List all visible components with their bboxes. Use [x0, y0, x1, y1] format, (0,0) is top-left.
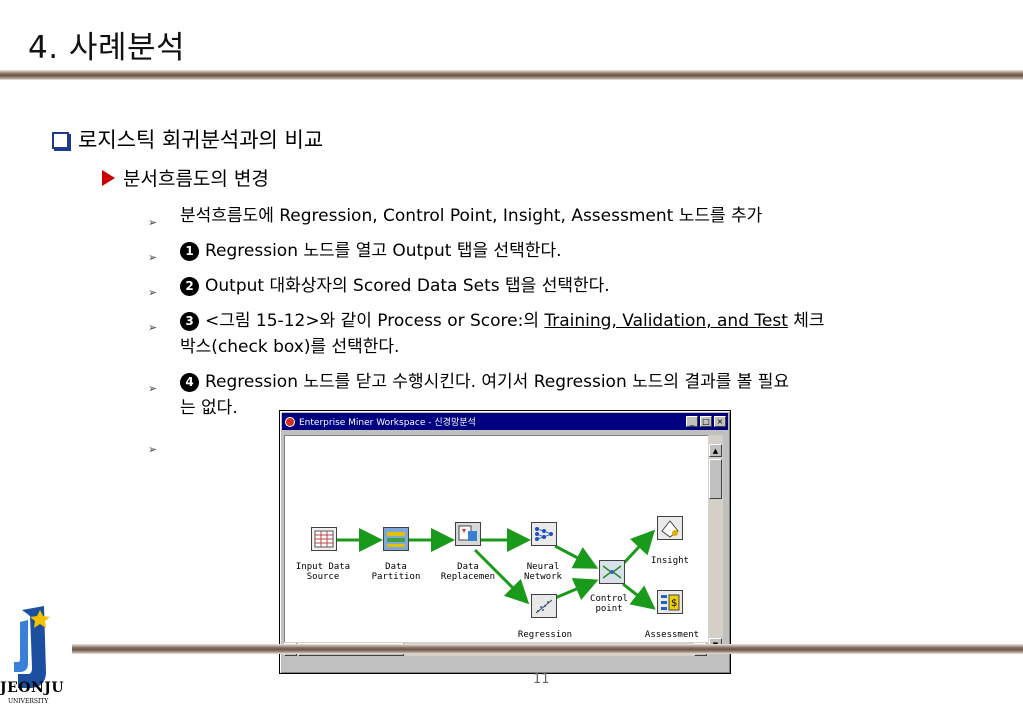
flow-arrow [554, 544, 599, 569]
close-button[interactable]: × [714, 416, 726, 427]
subheading-text: 분서흐름도의 변경 [123, 168, 269, 190]
neural-network-icon[interactable] [531, 522, 557, 546]
bullet-arrow-icon: ➢ [148, 286, 158, 299]
list-item-text: Regression 노드를 닫고 수행시킨다. 여기서 Regression … [205, 372, 790, 392]
partition-icon[interactable] [383, 527, 409, 551]
list-item: ➢ 1 Regression 노드를 열고 Output 탭을 선택한다. [148, 238, 978, 264]
list-item: ➢ 2 Output 대화상자의 Scored Data Sets 탭을 선택한다… [148, 273, 978, 299]
bullet-arrow-icon: ➢ [148, 251, 158, 264]
vertical-scrollbar[interactable]: ▲ ▼ [708, 435, 723, 653]
table-icon[interactable] [311, 527, 337, 551]
list-item: ➢ 분석흐름도에 Regression, Control Point, Insi… [148, 203, 978, 229]
list-item-text: Regression 노드를 열고 Output 탭을 선택한다. [205, 241, 562, 261]
bullet-list: ➢ 분석흐름도에 Regression, Control Point, Insi… [148, 203, 978, 456]
list-item-text: 체크 [787, 311, 825, 331]
number-badge: 1 [180, 242, 199, 261]
flow-arrow [621, 529, 656, 566]
underlined-link-text: Training, Validation, and Test [544, 311, 788, 331]
minimize-button[interactable]: _ [686, 416, 698, 427]
node-label-insight: Insight [651, 556, 689, 566]
arrow-bullet-icon [102, 169, 115, 186]
slide-title: 4. 사례분석 [28, 30, 186, 66]
number-badge: 2 [180, 277, 199, 296]
insight-icon[interactable] [657, 516, 683, 540]
node-label-regression: Regression [517, 630, 573, 640]
app-icon [285, 416, 295, 427]
page-number: 11 [533, 672, 550, 687]
control-point-icon[interactable] [599, 560, 625, 584]
flow-diagram [337, 528, 656, 610]
window-titlebar[interactable]: Enterprise Miner Workspace - 신경망분석 _ □ × [282, 413, 728, 430]
checkbox-bullet-icon [52, 131, 69, 149]
node-label-assessment: Assessment [644, 630, 700, 640]
list-item-text: <그림 15-12>와 같이 Process or Score:의 [205, 311, 545, 331]
bullet-arrow-icon: ➢ [148, 321, 158, 334]
maximize-button[interactable]: □ [700, 416, 712, 427]
logo-name: JEONJU [0, 680, 65, 696]
flow-arrow [554, 577, 599, 601]
number-badge: 3 [180, 312, 199, 331]
heading: 로지스틱 회귀분석과의 비교 [52, 124, 323, 154]
heading-text: 로지스틱 회귀분석과의 비교 [78, 128, 324, 152]
bullet-arrow-icon: ➢ [148, 443, 158, 456]
jeonju-university-logo [14, 606, 50, 688]
number-badge: 4 [180, 373, 199, 392]
assessment-icon[interactable]: $ [657, 590, 683, 614]
list-item-text: 분석흐름도에 Regression, Control Point, Insigh… [180, 206, 763, 226]
svg-text:$: $ [671, 598, 677, 609]
flow-arrow [622, 582, 656, 610]
logo-sub: UNIVERSITY [8, 698, 49, 705]
flow-arrow [473, 548, 530, 605]
regression-icon[interactable] [531, 594, 557, 618]
enterprise-miner-window: Enterprise Miner Workspace - 신경망분석 _ □ × [279, 410, 731, 674]
list-item: ➢ 3 <그림 15-12>와 같이 Process or Score:의 Tra… [148, 308, 978, 360]
list-item-text: 박스(check box)를 선택한다. [180, 337, 400, 357]
bullet-arrow-icon: ➢ [148, 382, 158, 395]
vertical-scroll-thumb[interactable] [709, 459, 722, 499]
list-item-text: Output 대화상자의 Scored Data Sets 탭을 선택한다. [205, 276, 610, 296]
header-rule [0, 70, 1023, 80]
bullet-arrow-icon: ➢ [148, 216, 158, 229]
footer-rule [72, 644, 1023, 654]
window-title: Enterprise Miner Workspace - 신경망분석 [299, 418, 476, 428]
subheading: 분서흐름도의 변경 [102, 164, 269, 191]
list-item-text: 는 없다. [180, 398, 238, 418]
list-item: ➢ 4 Regression 노드를 닫고 수행시킨다. 여기서 Regressi… [148, 369, 978, 421]
scroll-up-icon[interactable]: ▲ [709, 444, 722, 457]
replacement-icon[interactable] [455, 522, 481, 546]
